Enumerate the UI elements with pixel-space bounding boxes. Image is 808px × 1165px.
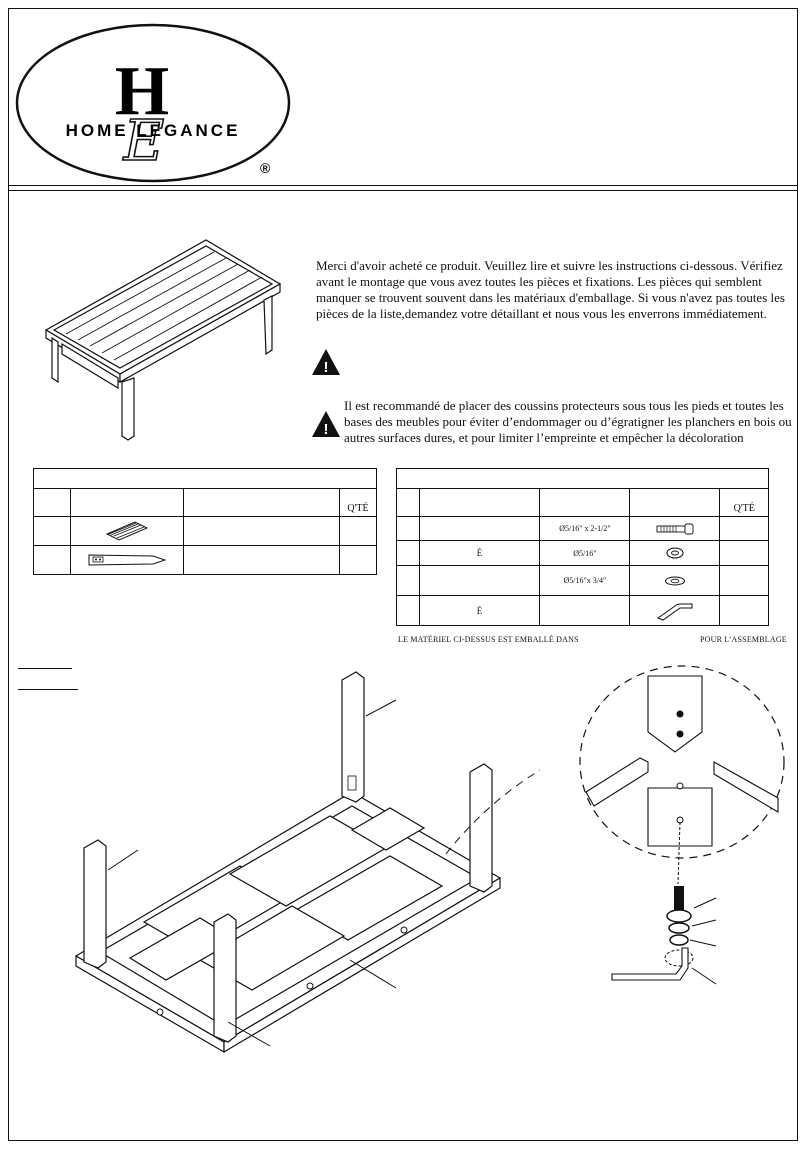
table-top-icon	[71, 520, 183, 542]
hardware-table: Q'TÉ Ø5/16" x 2-1/2" É Ø5/16"	[396, 468, 769, 626]
intro-paragraph: Merci d'avoir acheté ce produit. Veuille…	[316, 258, 785, 321]
hardware-table-title	[396, 468, 769, 489]
bolt-icon	[630, 523, 719, 535]
svg-text:!: !	[324, 421, 329, 438]
assembly-diagram	[60, 660, 540, 1060]
svg-text:!: !	[324, 359, 329, 376]
table-row	[33, 516, 377, 546]
floor-protection-warning: Il est recommandé de placer des coussins…	[344, 398, 792, 445]
bolt-spec: Ø5/16" x 2-1/2"	[539, 516, 631, 541]
registered-mark: ®	[260, 160, 271, 176]
allen-key-icon	[630, 601, 719, 621]
blank-line	[18, 668, 72, 669]
packing-note-end: POUR L’ASSEMBLAGE	[700, 635, 787, 644]
table-row: É	[396, 595, 769, 626]
header-divider-2	[8, 190, 798, 191]
logo-initial: H	[115, 53, 169, 130]
lock-washer-icon	[630, 547, 719, 559]
header-divider	[8, 185, 798, 186]
table-row: Ø5/16"x 3/4"	[396, 565, 769, 596]
table-overview-illustration	[44, 232, 294, 444]
brand-logo: H E HOME LEGANCE	[14, 22, 292, 184]
leg-bracket-icon	[71, 552, 183, 568]
qty-header: Q'TÉ	[719, 488, 769, 517]
flat-washer-spec: Ø5/16"x 3/4"	[539, 565, 631, 596]
qty-header: Q'TÉ	[339, 488, 377, 517]
packing-note: LE MATÉRIEL CI-DESSUS EST EMBALLÉ DANS	[398, 635, 579, 644]
table-row: Ø5/16" x 2-1/2"	[396, 516, 769, 541]
warning-icon-2: !	[311, 410, 341, 438]
table-row: É Ø5/16"	[396, 540, 769, 566]
logo-script-letter: E	[123, 109, 165, 174]
corner-detail-callout	[578, 662, 788, 992]
flat-washer-icon	[630, 576, 719, 586]
warning-icon: !	[311, 348, 341, 376]
page-frame	[8, 8, 798, 1141]
parts-table: Q'TÉ	[33, 468, 377, 575]
blank-line-2	[18, 689, 78, 690]
parts-table-title	[33, 468, 377, 489]
lock-washer-spec: Ø5/16"	[539, 540, 631, 566]
table-row	[33, 545, 377, 575]
logo-wordmark: HOME LEGANCE	[66, 121, 241, 140]
